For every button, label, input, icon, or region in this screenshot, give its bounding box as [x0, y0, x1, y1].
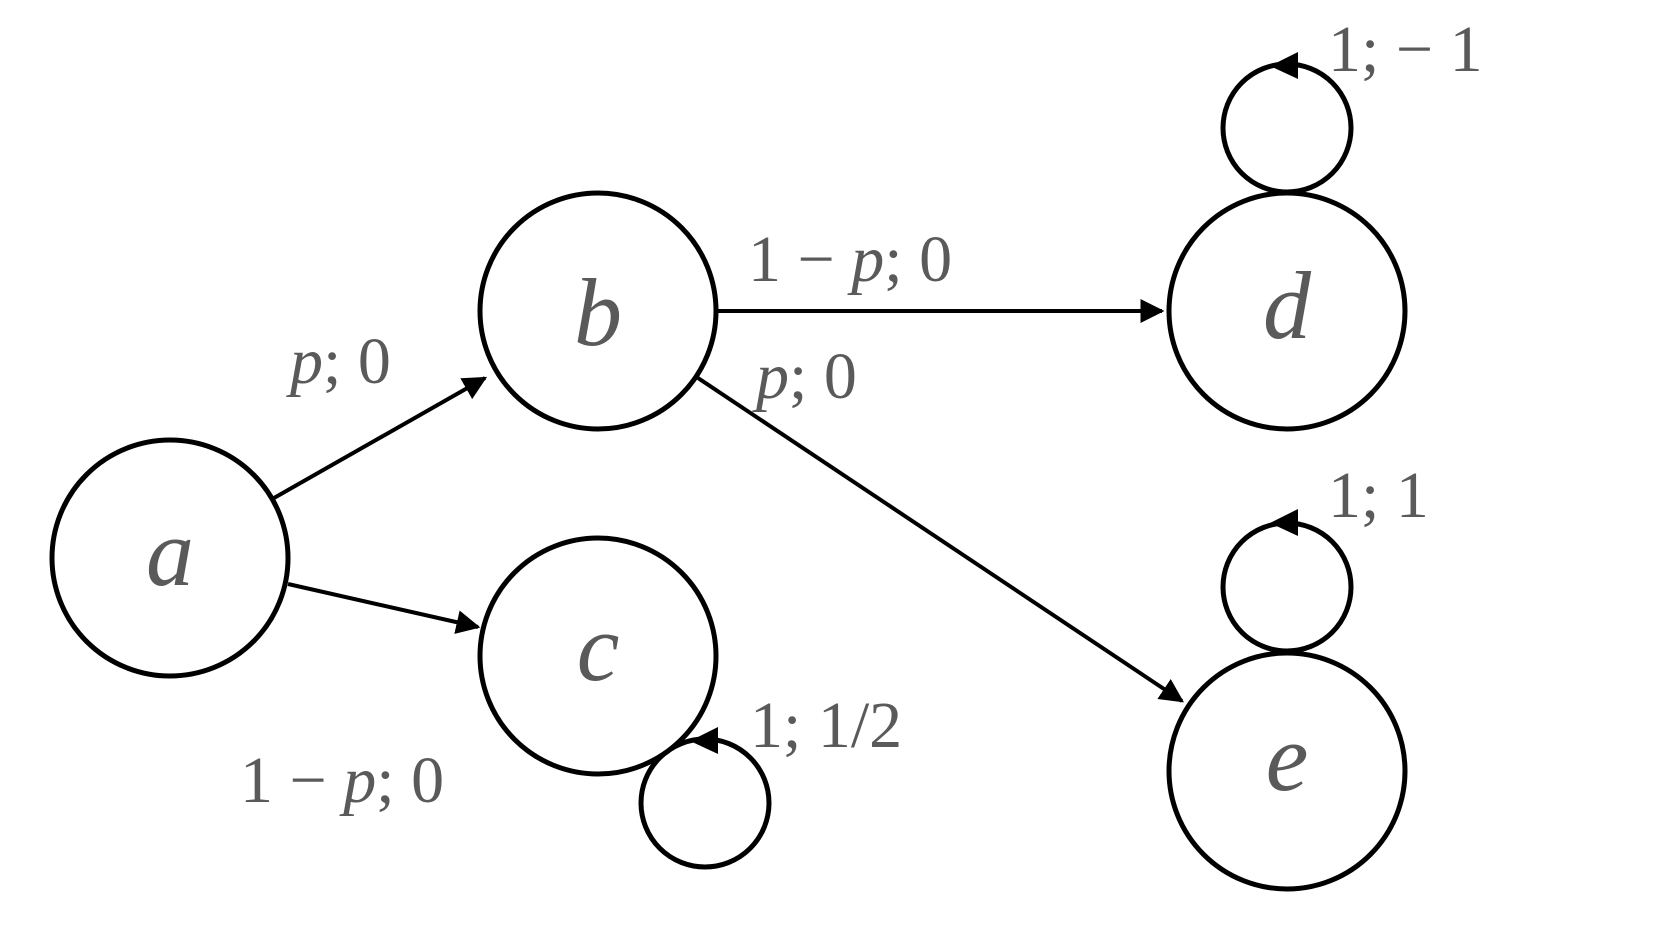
edge-label-d-d-reward: − 1 — [1396, 13, 1483, 86]
node-c: c — [477, 535, 719, 777]
edge-label-e-e: 1; 1 — [1328, 459, 1429, 532]
self-loop-e-circle — [1220, 520, 1354, 654]
edge-label-c-c-reward: 1/2 — [818, 689, 902, 762]
node-a-circle — [49, 437, 291, 679]
edge-label-d-d-sep: ; — [1361, 13, 1396, 86]
edge-label-e-e-reward: 1 — [1396, 459, 1429, 532]
node-a: a — [49, 437, 291, 679]
edge-label-b-d: 1 − p; 0 — [748, 223, 952, 296]
edge-label-d-d: 1; − 1 — [1328, 13, 1483, 86]
edge-label-a-b-sep: ; — [323, 325, 358, 398]
edge-label-a-c: 1 − p; 0 — [240, 744, 444, 817]
edge-label-a-c-prob: 1 − p — [240, 744, 376, 817]
node-e-circle — [1166, 650, 1408, 892]
edge-label-a-b-reward: 0 — [358, 325, 391, 398]
edge-label-b-d-reward: 0 — [919, 223, 952, 296]
self-loop-c — [638, 727, 772, 870]
node-b-circle — [477, 190, 719, 432]
edge-a-c — [287, 582, 481, 634]
edge-label-b-e-sep: ; — [789, 340, 824, 413]
node-e-label: e — [1266, 704, 1309, 811]
edge-label-c-c-prob: 1 — [750, 689, 783, 762]
node-c-circle — [477, 535, 719, 777]
edge-label-b-d-sep: ; — [884, 223, 919, 296]
edge-label-b-e-prob: p — [752, 340, 789, 413]
self-loop-e-arrowhead — [1270, 509, 1298, 536]
edge-b-e — [696, 376, 1184, 703]
edge-label-c-c-sep: ; — [783, 689, 818, 762]
edge-label-a-c-reward: 0 — [411, 744, 444, 817]
node-e: e — [1166, 650, 1408, 892]
edge-label-d-d-prob: 1 — [1328, 13, 1361, 86]
node-c-label: c — [577, 594, 620, 701]
edge-label-b-e: p; 0 — [752, 340, 857, 413]
edge-label-a-b-prob: p — [286, 325, 323, 398]
edge-label-a-b: p; 0 — [286, 325, 391, 398]
edge-label-b-e-reward: 0 — [824, 340, 857, 413]
edge-label-a-c-sep: ; — [376, 744, 411, 817]
edge-a-b — [273, 376, 488, 500]
node-d-label: d — [1263, 252, 1312, 359]
node-d: d — [1166, 190, 1408, 432]
edge-label-e-e-sep: ; — [1361, 459, 1396, 532]
self-loop-d-arrowhead — [1270, 52, 1298, 79]
edge-label-e-e-prob: 1 — [1328, 459, 1361, 532]
self-loop-c-arrowhead — [690, 727, 718, 754]
edge-label-b-d-prob: 1 − p — [748, 223, 884, 296]
node-a-label: a — [146, 499, 194, 606]
node-d-circle — [1166, 190, 1408, 432]
node-b-label: b — [574, 259, 622, 366]
node-b: b — [477, 190, 719, 432]
edge-label-c-c: 1; 1/2 — [750, 689, 902, 762]
